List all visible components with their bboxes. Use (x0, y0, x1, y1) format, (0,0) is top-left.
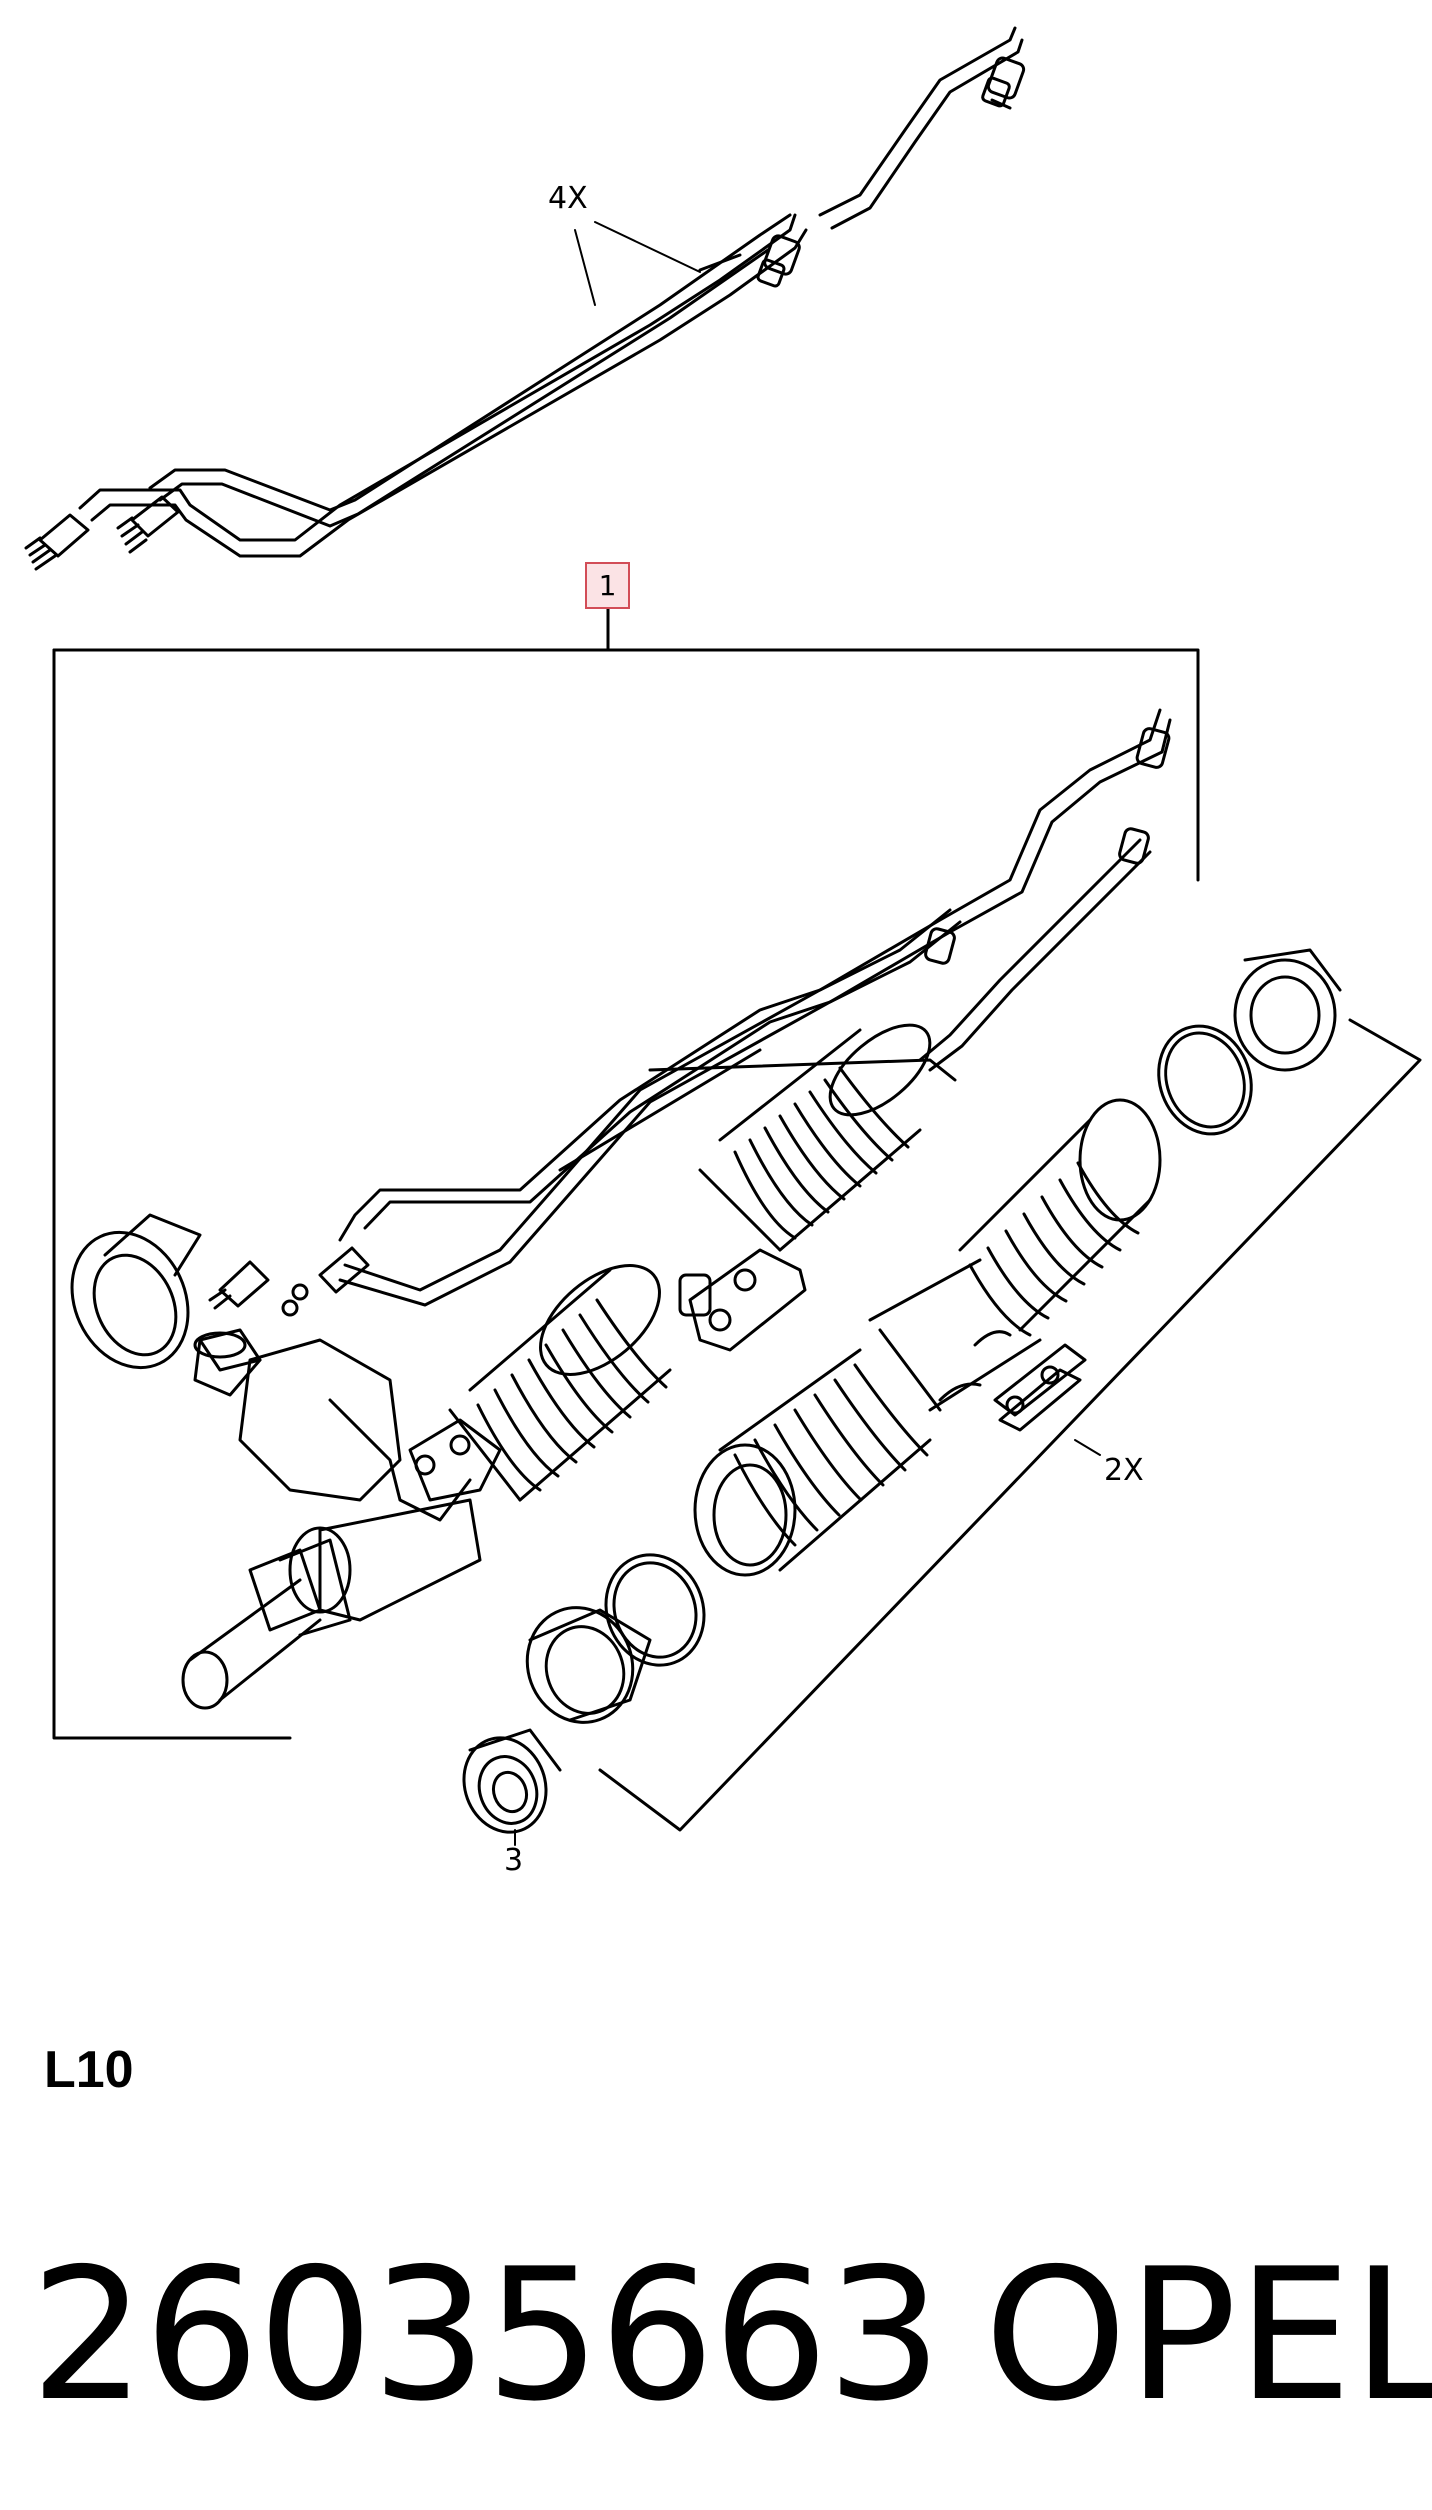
callout-4x-label: 4X (548, 181, 588, 216)
callout-3-label: 3 (504, 1843, 524, 1878)
part-number: 26035663 (30, 2229, 942, 2441)
line-fitting-upper (981, 56, 1026, 110)
boot-left (693, 1348, 932, 1577)
hydraulic-lines-loose (24, 26, 1026, 571)
steering-valve-housing (193, 1328, 502, 1522)
boot-kit-plate (993, 1343, 1087, 1432)
callout-1-badge[interactable]: 1 (585, 562, 630, 609)
callout-2x-label: 2X (1104, 1453, 1144, 1488)
rack-seal-left (70, 1213, 202, 1370)
bellows-upper-left (448, 1264, 672, 1502)
rack-mount-plate (678, 1248, 807, 1352)
rack-end-left (181, 1498, 482, 1710)
boot-end-ring-right (1233, 948, 1342, 1072)
seal-part-3 (462, 1728, 562, 1834)
line-fitting-left-a (24, 513, 90, 571)
brand-name: OPEL (984, 2229, 1432, 2441)
boot-right (958, 1098, 1162, 1337)
steering-rack-assembly (70, 708, 1172, 1710)
bellows-upper-right (698, 1023, 932, 1252)
assembly-bracket (52, 606, 1200, 1740)
line-fitting-middle (756, 234, 801, 288)
boot-end-sleeve-left (525, 1606, 652, 1724)
group-code: L10 (44, 2041, 134, 2099)
line-fitting-left-b (116, 495, 180, 554)
boot-kit (462, 948, 1422, 1846)
